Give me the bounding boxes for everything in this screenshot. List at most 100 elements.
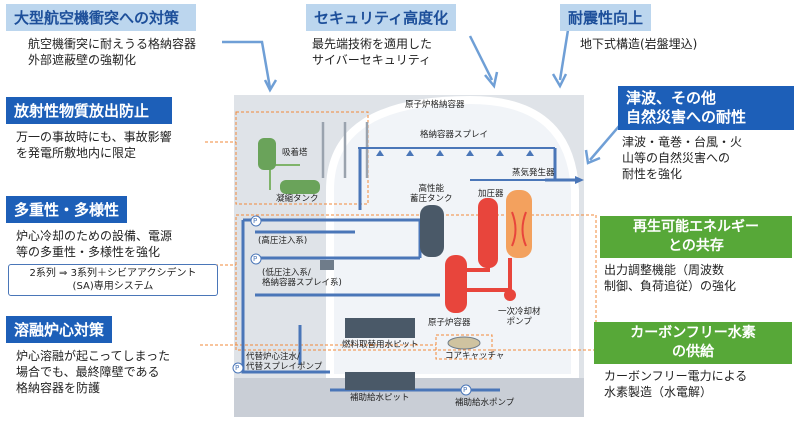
seismic-arrowhead <box>551 73 568 89</box>
core-catcher-label: コアキャッチャ <box>445 351 505 361</box>
title-line: カーボンフリー水素 <box>630 325 756 341</box>
panel-tsunami-desc: 津波・竜巻・台風・火 山等の自然災害への 耐性を強化 <box>622 134 794 182</box>
title-line: 自然災害への耐性 <box>626 108 747 126</box>
panel-security-title: セキュリティ高度化 <box>306 4 457 31</box>
tsunami-arrow <box>589 124 621 161</box>
panel-renewable: 再生可能エネルギー との共存 出力調整機能（周波数 制御、負荷追従）の強化 <box>600 216 792 294</box>
panel-security: セキュリティ高度化 最先端技術を適用した サイバーセキュリティ <box>306 4 457 68</box>
aux-pump-label: 補助給水ポンプ <box>455 398 515 408</box>
accumulator-tank <box>420 205 444 257</box>
desc-line: 格納容器を防護 <box>16 381 101 395</box>
fuel-pit-label: 燃料取替用水ピット <box>342 340 419 350</box>
steam-arrowhead <box>575 176 584 184</box>
panel-redundancy-desc: 炉心冷却のための設備、電源 等の多重性・多様性を強化 <box>16 228 218 260</box>
aux-pit <box>345 372 415 390</box>
aircraft-arrowhead <box>263 79 278 93</box>
condensate-tank <box>280 180 320 194</box>
desc-line: 最先端技術を適用した <box>312 37 433 51</box>
panel-seismic-desc: 地下式構造(岩盤埋込) <box>580 36 697 52</box>
panel-meltdown-title: 溶融炉心対策 <box>6 316 113 343</box>
title-line: 津波、その他 <box>626 89 717 107</box>
panel-tsunami: 津波、その他 自然災害への耐性 津波・竜巻・台風・火 山等の自然災害への 耐性を… <box>618 86 794 182</box>
desc-line: 制御、負荷追従）の強化 <box>604 279 737 293</box>
primary-pump <box>504 289 516 301</box>
lp-injection-label-line: 格納容器スプレイ系) <box>262 278 342 288</box>
fuel-pit <box>345 318 415 338</box>
desc-line: サイバーセキュリティ <box>312 53 432 67</box>
reactor-vessel-label: 原子炉容器 <box>428 318 471 328</box>
condensate-tank-label: 凝縮タンク <box>276 194 319 204</box>
redundancy-zone-box <box>235 214 597 351</box>
desc-line: 水素製造（水電解） <box>604 385 713 399</box>
panel-radiation: 放射性物質放出防止 万一の事故時にも、事故影響 を発電所敷地内に限定 <box>6 97 172 161</box>
core-catcher <box>447 336 481 350</box>
title-line: 再生可能エネルギー <box>633 219 759 235</box>
pump-label: P <box>253 217 258 225</box>
desc-line: 地下式構造(岩盤埋込) <box>580 37 698 51</box>
panel-hydrogen: カーボンフリー水素 の供給 カーボンフリー電力による 水素製造（水電解） <box>594 322 792 400</box>
absorption-tower-label: 吸着塔 <box>282 148 308 158</box>
security-arrowhead <box>484 71 499 89</box>
desc-line: 外部遮蔽壁の強靭化 <box>28 53 137 67</box>
desc-line: 場合でも、最終障壁である <box>16 365 160 379</box>
containment-dome <box>326 95 579 382</box>
lp-injection-label-line: (低圧注入系/ <box>262 268 311 278</box>
alt-pump-label-line: 代替スプレイポンプ <box>246 362 323 372</box>
aircraft-arrow <box>222 40 272 89</box>
spray-nozzles <box>376 150 534 156</box>
alt-pump-label: 代替炉心注水/ 代替スプレイポンプ <box>246 352 322 372</box>
redundancy-subbox: 2系列 ⇒ 3系列＋シビアアクシデント (SA)専用システム <box>8 264 218 296</box>
accumulator-label-line: 高性能 <box>418 184 445 194</box>
alt-pump-label-line: 代替炉心注水/ <box>246 352 300 362</box>
pressurizer <box>478 198 498 268</box>
panel-meltdown: 溶融炉心対策 炉心溶融が起こってしまった 場合でも、最終障壁である 格納容器を防… <box>6 316 170 396</box>
tsunami-arrowhead <box>584 149 601 165</box>
desc-line: 山等の自然災害への <box>622 151 731 165</box>
desc-line: 航空機衝突に耐えうる格納容器 <box>28 37 197 51</box>
pump-label: P <box>253 255 258 263</box>
panel-aircraft-title: 大型航空機衝突への対策 <box>6 4 197 31</box>
panel-redundancy: 多重性・多様性 炉心冷却のための設備、電源 等の多重性・多様性を強化 2系列 ⇒… <box>6 196 218 296</box>
sg-tubes <box>511 211 527 247</box>
desc-line: 万一の事故時にも、事故影響 <box>16 130 172 144</box>
panel-renewable-desc: 出力調整機能（周波数 制御、負荷追従）の強化 <box>604 262 792 294</box>
title-line: の供給 <box>672 344 714 360</box>
steam-generator <box>506 190 532 258</box>
pump-symbols <box>232 215 472 396</box>
accumulator-label-line: 蓄圧タンク <box>410 194 453 204</box>
panel-radiation-desc: 万一の事故時にも、事故影響 を発電所敷地内に限定 <box>16 129 172 161</box>
panel-aircraft: 大型航空機衝突への対策 航空機衝突に耐えうる格納容器 外部遮蔽壁の強靭化 <box>6 4 197 68</box>
desc-line: 炉心溶融が起こってしまった <box>16 349 171 363</box>
spray-label: 格納容器スプレイ <box>420 130 489 140</box>
desc-line: 耐性を強化 <box>622 167 683 181</box>
panel-tsunami-title: 津波、その他 自然災害への耐性 <box>618 86 794 130</box>
panel-hydrogen-title: カーボンフリー水素 の供給 <box>594 322 792 364</box>
panel-security-desc: 最先端技術を適用した サイバーセキュリティ <box>312 36 456 68</box>
desc-line: 等の多重性・多様性を強化 <box>16 245 161 259</box>
primary-pump-label-line: 一次冷却材 <box>498 307 541 317</box>
spray-rods <box>321 122 369 178</box>
absorption-tower <box>258 138 276 170</box>
panel-redundancy-title: 多重性・多様性 <box>6 196 128 223</box>
seismic-arrow <box>558 29 570 81</box>
desc-line: 津波・竜巻・台風・火 <box>622 135 743 149</box>
panel-seismic-title: 耐震性向上 <box>560 4 652 31</box>
desc-line: カーボンフリー電力による <box>604 369 748 383</box>
lp-injection-label: (低圧注入系/ 格納容器スプレイ系) <box>262 268 342 288</box>
pressurizer-label: 加圧器 <box>478 189 504 199</box>
accumulator-label: 高性能 蓄圧タンク <box>410 184 453 204</box>
title-line: との共存 <box>668 238 724 254</box>
aux-pit-label: 補助給水ピット <box>350 393 410 403</box>
desc-line: 炉心冷却のための設備、電源 <box>16 229 173 243</box>
desc-line: 出力調整機能（周波数 <box>604 263 725 277</box>
hp-injection-label: (高圧注入系) <box>258 236 308 246</box>
subbox-line: (SA)専用システム <box>72 281 154 292</box>
lp-injection-block <box>320 260 334 270</box>
reactor-vessel <box>445 255 467 313</box>
security-arrow <box>468 35 494 81</box>
panel-renewable-title: 再生可能エネルギー との共存 <box>600 216 792 258</box>
subbox-line: 2系列 ⇒ 3系列＋シビアアクシデント <box>29 268 197 279</box>
desc-line: を発電所敷地内に限定 <box>16 146 137 160</box>
panel-radiation-title: 放射性物質放出防止 <box>6 97 172 124</box>
